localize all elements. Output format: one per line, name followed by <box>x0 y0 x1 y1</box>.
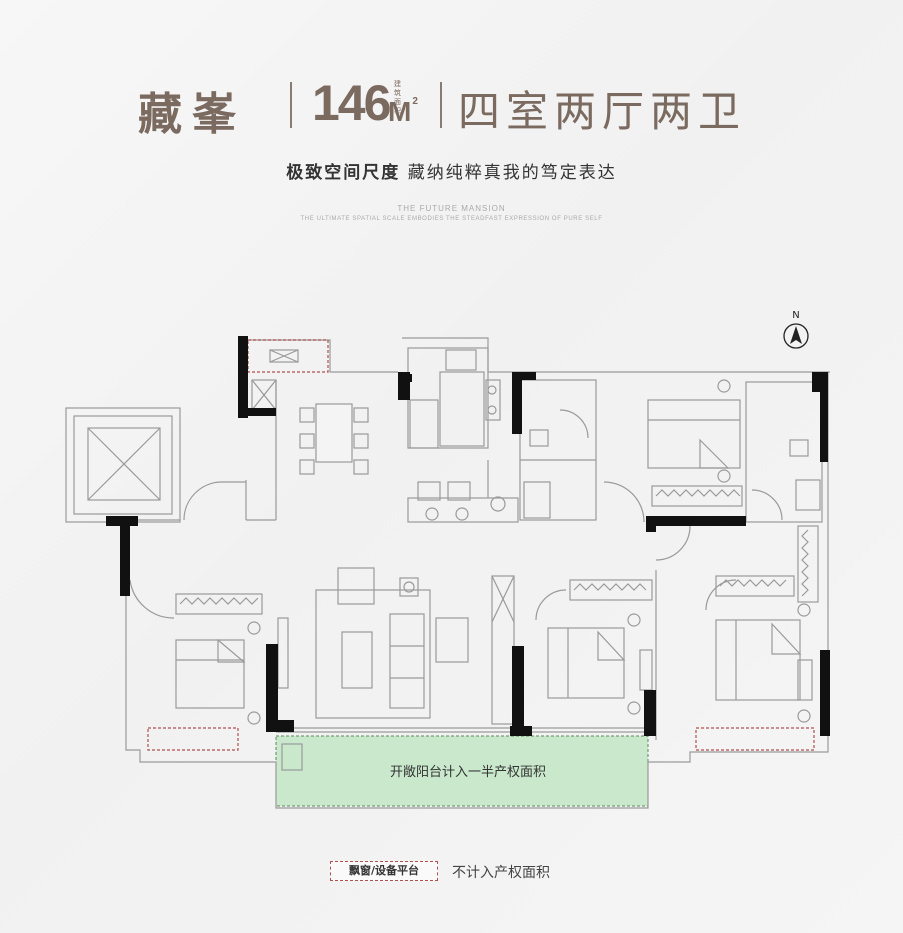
english-title: THE FUTURE MANSION <box>397 204 506 213</box>
plan-walls <box>106 336 830 736</box>
plan-lines <box>65 337 830 809</box>
layout-type: 四室两厅两卫 <box>458 87 747 136</box>
title-divider-2 <box>440 82 442 128</box>
subtitle-bold: 极致空间尺度 <box>286 163 401 183</box>
balcony-label: 开敞阳台计入一半产权面积 <box>390 764 546 780</box>
legend-box: 飘窗/设备平台 <box>330 861 438 881</box>
subtitle: 极致空间尺度 藏纳纯粹真我的笃定表达 <box>0 158 903 183</box>
subtitle-rest: 藏纳纯粹真我的笃定表达 <box>407 163 617 183</box>
title-divider <box>290 82 292 128</box>
compass-icon: N <box>783 310 809 349</box>
area-unit: M2 <box>388 96 418 127</box>
project-name: 藏峯 <box>138 89 246 140</box>
open-balcony <box>275 735 649 807</box>
floor-plan: N 开敞阳台计入一半产权面积 <box>65 310 830 809</box>
header: 藏峯 146 建筑面积 M2 四室两厅两卫 <box>0 70 903 140</box>
compass-label: N <box>792 310 799 321</box>
english-subtitle: THE ULTIMATE SPATIAL SCALE EMBODIES THE … <box>300 216 603 222</box>
legend-text: 不计入产权面积 <box>452 865 550 881</box>
area-note: 建筑面积 <box>394 80 401 115</box>
area-value: 146 <box>312 75 391 131</box>
